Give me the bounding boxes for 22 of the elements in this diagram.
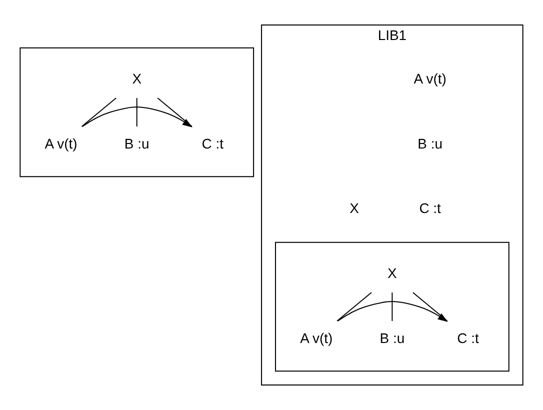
node-text: X: [388, 265, 397, 282]
node-text: C :t: [202, 135, 224, 152]
node-text: A v(t): [300, 330, 333, 346]
connector: [336, 292, 372, 322]
node-label: X: [350, 200, 359, 216]
node-text: C :t: [457, 330, 479, 346]
node-text: B :u: [124, 135, 150, 152]
node-text: B :u: [418, 135, 442, 152]
connector: [412, 292, 448, 322]
cluster: [20, 47, 254, 178]
node-text: A v(t): [414, 70, 446, 87]
connector: [157, 98, 192, 128]
connector: [81, 98, 117, 128]
cluster: [275, 242, 510, 372]
arrow: [82, 106, 192, 128]
connector: [136, 98, 138, 128]
node-text: X: [132, 70, 142, 87]
node-text: C :t: [419, 200, 441, 216]
node-text: A v(t): [44, 135, 78, 152]
node-text: B :u: [380, 330, 405, 346]
connector: [392, 292, 393, 322]
arrow: [337, 301, 448, 322]
